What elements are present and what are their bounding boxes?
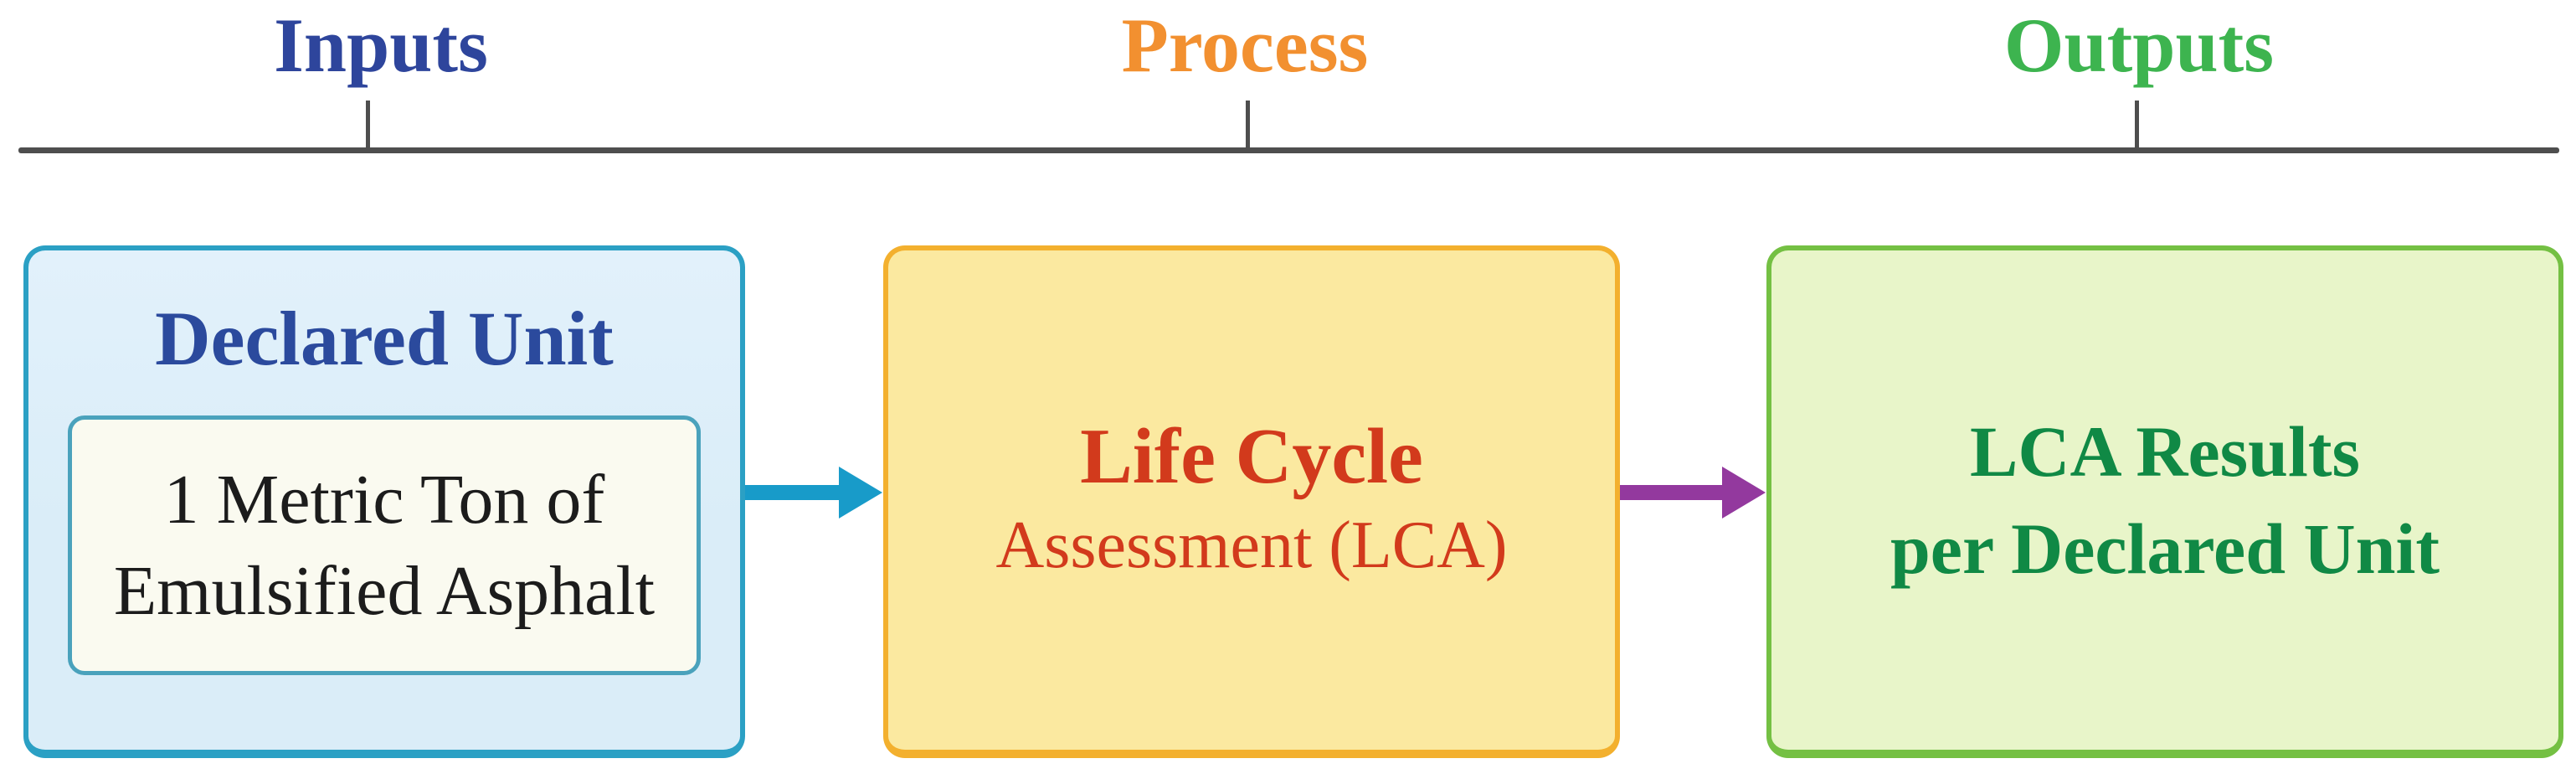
output-text-line1: LCA Results <box>1970 410 2360 492</box>
unit-text-line1: 1 Metric Ton of <box>163 460 605 539</box>
input-to-process-arrow-icon <box>745 467 882 519</box>
outputs-stage-label: Outputs <box>2003 3 2275 88</box>
output-text-line2: per Declared Unit <box>1890 508 2440 589</box>
arrow-shaft <box>745 485 839 500</box>
process-stage-label: Process <box>1121 3 1369 88</box>
declared-unit-box: Declared Unit 1 Metric Ton of Emulsified… <box>23 245 745 758</box>
declared-unit-value-box: 1 Metric Ton of Emulsified Asphalt <box>68 415 701 675</box>
lca-results-box: LCA Results per Declared Unit <box>1766 245 2563 758</box>
arrow-head <box>1722 467 1766 519</box>
outputs-tick-mark <box>2135 101 2139 149</box>
arrow-head <box>839 467 882 519</box>
inputs-tick-mark <box>366 101 370 149</box>
inputs-stage-label: Inputs <box>274 3 488 88</box>
lca-process-box: Life Cycle Assessment (LCA) <box>883 245 1620 758</box>
process-text-line1: Life Cycle <box>1080 412 1423 500</box>
process-tick-mark <box>1246 101 1250 149</box>
process-text-line2: Assessment (LCA) <box>995 508 1508 583</box>
arrow-shaft <box>1620 485 1722 500</box>
declared-unit-title: Declared Unit <box>155 296 614 381</box>
unit-text-line2: Emulsified Asphalt <box>113 552 656 630</box>
stage-divider-line <box>18 147 2559 153</box>
process-to-output-arrow-icon <box>1620 467 1766 519</box>
